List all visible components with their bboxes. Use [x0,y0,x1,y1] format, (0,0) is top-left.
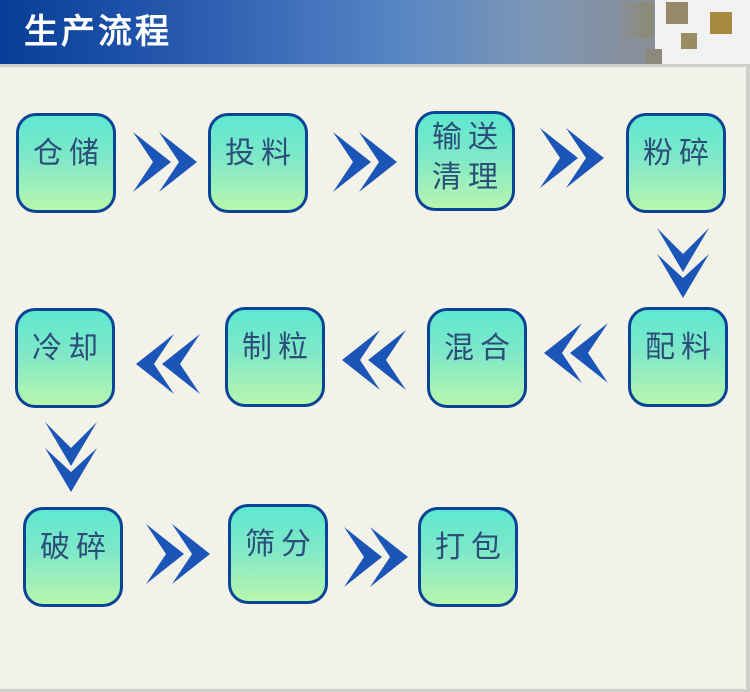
node-label: 混合 [444,331,516,366]
double-chevron-left-icon [538,323,608,383]
header-bar: 生产流程 [0,0,655,64]
double-chevron-right-icon [540,128,610,188]
flow-node-batching: 配料 [628,307,728,407]
double-chevron-right-icon [333,132,403,192]
page-title: 生产流程 [24,12,172,52]
flow-node-cooling: 冷却 [15,308,115,408]
node-label: 仓储 [33,136,105,171]
flow-node-mixing: 混合 [427,308,527,408]
double-chevron-down-icon [655,228,711,298]
node-label: 打包 [435,530,507,565]
flow-node-pelleting: 制粒 [225,307,325,407]
decorative-square [620,2,653,38]
flow-node-grinding: 粉碎 [626,113,726,213]
double-chevron-left-icon [130,334,200,394]
node-label: 制粒 [242,330,314,365]
double-chevron-right-icon [344,527,414,587]
double-chevron-down-icon [43,422,99,492]
flow-node-conveying-cleaning: 输送清理 [415,111,515,211]
flow-node-packing: 打包 [418,507,518,607]
decorative-square [710,12,732,34]
node-label: 冷却 [32,331,104,366]
node-label: 粉碎 [643,136,715,171]
flow-node-crumbling: 破碎 [23,507,123,607]
double-chevron-right-icon [146,524,216,584]
node-label: 破碎 [40,530,112,565]
node-label: 配料 [645,330,717,365]
flow-node-screening: 筛分 [228,504,328,604]
decorative-square [620,38,628,64]
decorative-square [681,33,697,49]
decorative-square [646,49,662,65]
node-label: 筛分 [245,527,317,562]
flow-node-feeding: 投料 [208,113,308,213]
node-label: 输送清理 [432,120,504,195]
header-divider [0,64,750,67]
double-chevron-right-icon [133,132,203,192]
node-label: 投料 [225,136,297,171]
double-chevron-left-icon [336,330,406,390]
flow-node-storage: 仓储 [16,113,116,213]
decorative-square [666,2,688,24]
